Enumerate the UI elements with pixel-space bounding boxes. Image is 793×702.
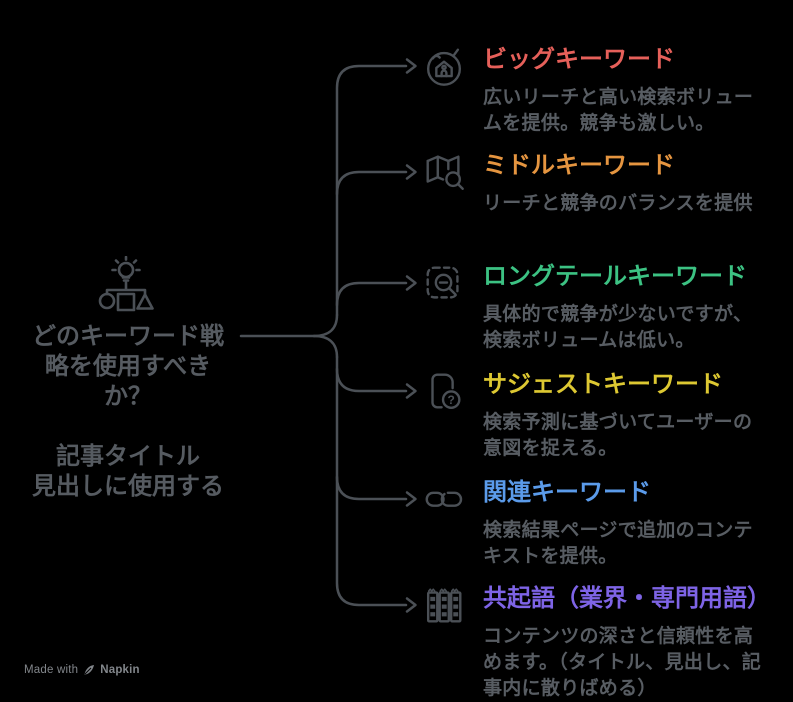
branch-title: 関連キーワード — [483, 479, 651, 506]
branch-item: 共起語（業界・専門用語） コンテンツの深さと信頼性を高めます。（タイトル、見出し… — [421, 582, 781, 702]
central-title-line: どのキーワード戦 — [32, 323, 224, 350]
branch-description: 検索予測に基づいてユーザーの意図を捉える。 — [483, 412, 753, 459]
central-node: どのキーワード戦 略を使用すべき か？ 記事タイトル 見出しに使用する — [18, 322, 238, 502]
branch-title: ロングテールキーワード — [483, 263, 747, 290]
branch-item: ロングテールキーワード 具体的で競争が少ないですが、検索ボリュームは低い。 — [421, 260, 781, 354]
napkin-feather-icon — [84, 665, 95, 675]
map-search-icon — [421, 149, 467, 195]
napkin-brand-label: Napkin — [100, 664, 140, 676]
zoom-area-icon — [421, 260, 467, 306]
central-subtitle-line: 記事タイトル — [56, 443, 200, 470]
branch-item: ビッグキーワード 広いリーチと高い検索ボリュームを提供。競争も激しい。 — [421, 43, 781, 137]
branch-title: 共起語（業界・専門用語） — [483, 585, 771, 612]
branch-description: リーチと競争のバランスを提供 — [483, 193, 753, 214]
branch-description: コンテンツの深さと信頼性を高めます。（タイトル、見出し、記事内に散りばめる） — [483, 626, 762, 699]
branch-description: 広いリーチと高い検索ボリュームを提供。競争も激しい。 — [483, 87, 754, 134]
made-with-napkin: Made with Napkin — [24, 664, 140, 676]
central-subtitle-line: 見出しに使用する — [32, 473, 224, 500]
branch-item: ミドルキーワード リーチと競争のバランスを提供 — [421, 149, 781, 217]
globe-landmark-icon — [421, 43, 467, 89]
branch-item: 関連キーワード 検索結果ページで追加のコンテキストを提供。 — [421, 476, 781, 570]
table-icon — [421, 582, 467, 628]
branch-item: サジェストキーワード 検索予測に基づいてユーザーの意図を捉える。 — [421, 368, 781, 462]
file-question-icon — [421, 368, 467, 414]
branch-title: サジェストキーワード — [483, 371, 723, 398]
branch-description: 検索結果ページで追加のコンテキストを提供。 — [483, 520, 753, 567]
made-with-label: Made with — [24, 664, 79, 676]
link-icon — [421, 476, 467, 522]
central-title-line: か？ — [104, 383, 152, 410]
branch-title: ミドルキーワード — [483, 152, 675, 179]
idea-strategy-icon — [98, 256, 154, 312]
central-title-line: 略を使用すべき — [44, 353, 212, 380]
branch-title: ビッグキーワード — [483, 46, 675, 73]
branch-description: 具体的で競争が少ないですが、検索ボリュームは低い。 — [483, 304, 753, 351]
